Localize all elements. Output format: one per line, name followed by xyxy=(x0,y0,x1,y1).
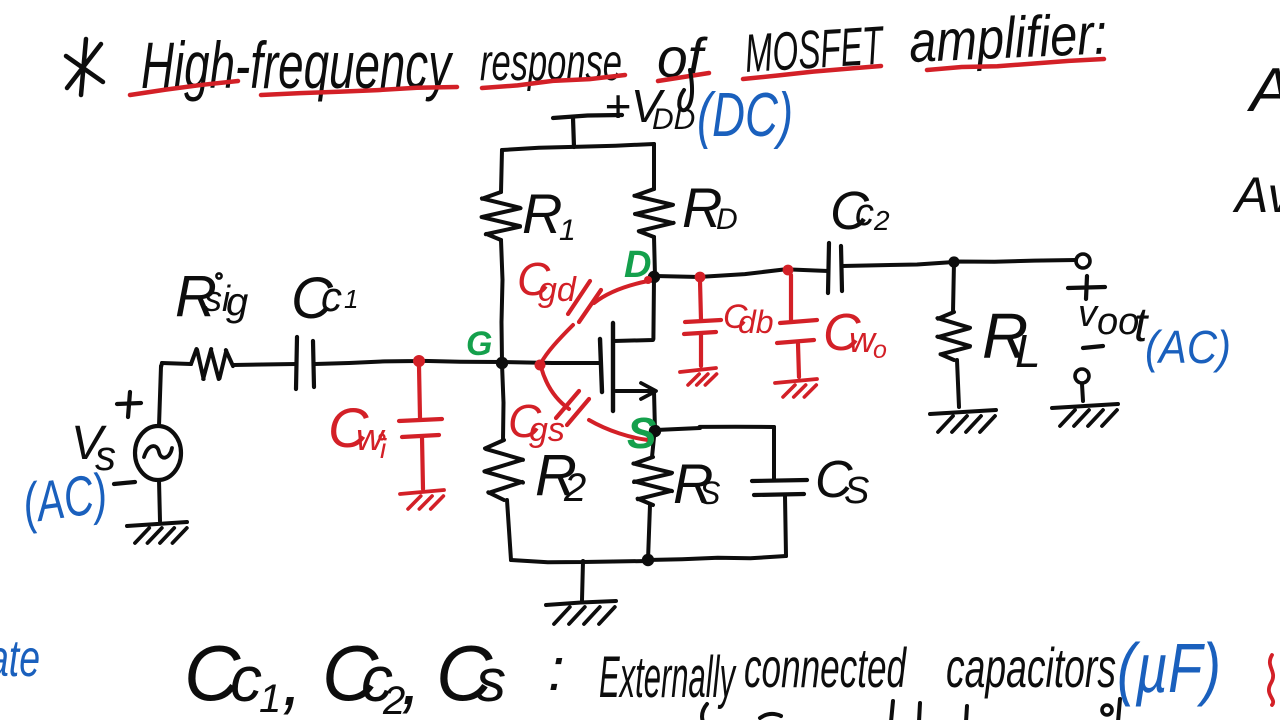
svg-text:,: , xyxy=(282,638,303,720)
svg-text:C: C xyxy=(517,253,551,305)
svg-text:C: C xyxy=(328,396,369,459)
svg-text:C: C xyxy=(436,629,493,717)
svg-text:L: L xyxy=(1015,325,1041,377)
svg-text:C: C xyxy=(830,181,870,241)
svg-text:Av: Av xyxy=(1232,167,1280,223)
svg-text:s: s xyxy=(95,432,116,479)
svg-text:o: o xyxy=(873,336,887,364)
svg-text:C: C xyxy=(723,298,748,336)
svg-text:2: 2 xyxy=(563,466,586,510)
svg-text:1: 1 xyxy=(259,677,281,720)
svg-text:R: R xyxy=(535,443,577,508)
svg-text:(AC): (AC) xyxy=(19,461,111,535)
svg-text:gd: gd xyxy=(538,271,577,309)
svg-text:c: c xyxy=(230,643,262,715)
svg-text:ate: ate xyxy=(0,630,40,688)
svg-text:S: S xyxy=(699,475,720,511)
svg-text:C: C xyxy=(508,395,542,447)
svg-text:R: R xyxy=(175,264,217,329)
svg-text:S: S xyxy=(627,409,656,458)
svg-text:S: S xyxy=(844,470,869,512)
svg-text:R: R xyxy=(522,182,562,245)
svg-text:,: , xyxy=(401,637,422,720)
svg-text:(µF): (µF) xyxy=(1117,629,1221,707)
svg-text:High-frequency: High-frequency xyxy=(141,28,454,102)
svg-text:C: C xyxy=(823,304,861,362)
svg-text::: : xyxy=(548,636,565,703)
svg-text:connected: connected xyxy=(744,636,907,699)
svg-text:c: c xyxy=(361,643,393,715)
svg-text:MOSFET: MOSFET xyxy=(743,16,887,84)
svg-text:si: si xyxy=(204,278,231,319)
svg-text:2: 2 xyxy=(382,679,405,720)
svg-text:w: w xyxy=(849,319,877,360)
svg-text:R: R xyxy=(982,300,1028,372)
svg-text:oo: oo xyxy=(1097,301,1139,343)
svg-text:G: G xyxy=(466,325,492,363)
svg-text:v: v xyxy=(1078,293,1099,335)
svg-text:R: R xyxy=(682,176,722,239)
svg-text:C: C xyxy=(184,629,241,717)
svg-text:D: D xyxy=(716,203,738,236)
svg-text:C: C xyxy=(322,629,379,717)
svg-text:C: C xyxy=(291,266,334,331)
svg-text:i: i xyxy=(380,433,387,464)
svg-text:2: 2 xyxy=(873,205,890,236)
svg-text:V: V xyxy=(71,417,107,470)
svg-text:t: t xyxy=(1134,299,1149,352)
svg-text:A: A xyxy=(1246,56,1280,125)
svg-text:s: s xyxy=(476,647,506,714)
svg-text:g: g xyxy=(226,280,248,324)
svg-text:c: c xyxy=(321,273,342,320)
svg-text:gs: gs xyxy=(529,411,565,449)
svg-text:1: 1 xyxy=(559,214,576,247)
svg-text:(DC): (DC) xyxy=(697,81,793,150)
svg-text:capacitors: capacitors xyxy=(946,636,1116,699)
svg-text:(AC): (AC) xyxy=(1145,321,1231,373)
svg-text:D: D xyxy=(624,244,651,286)
svg-text:c: c xyxy=(855,192,874,234)
svg-text:Externally: Externally xyxy=(599,645,737,710)
svg-text:C: C xyxy=(815,451,853,509)
svg-text:1: 1 xyxy=(344,284,358,314)
svg-text:R: R xyxy=(673,452,713,515)
svg-text:+V: +V xyxy=(604,80,666,132)
svg-text:db: db xyxy=(738,304,774,340)
